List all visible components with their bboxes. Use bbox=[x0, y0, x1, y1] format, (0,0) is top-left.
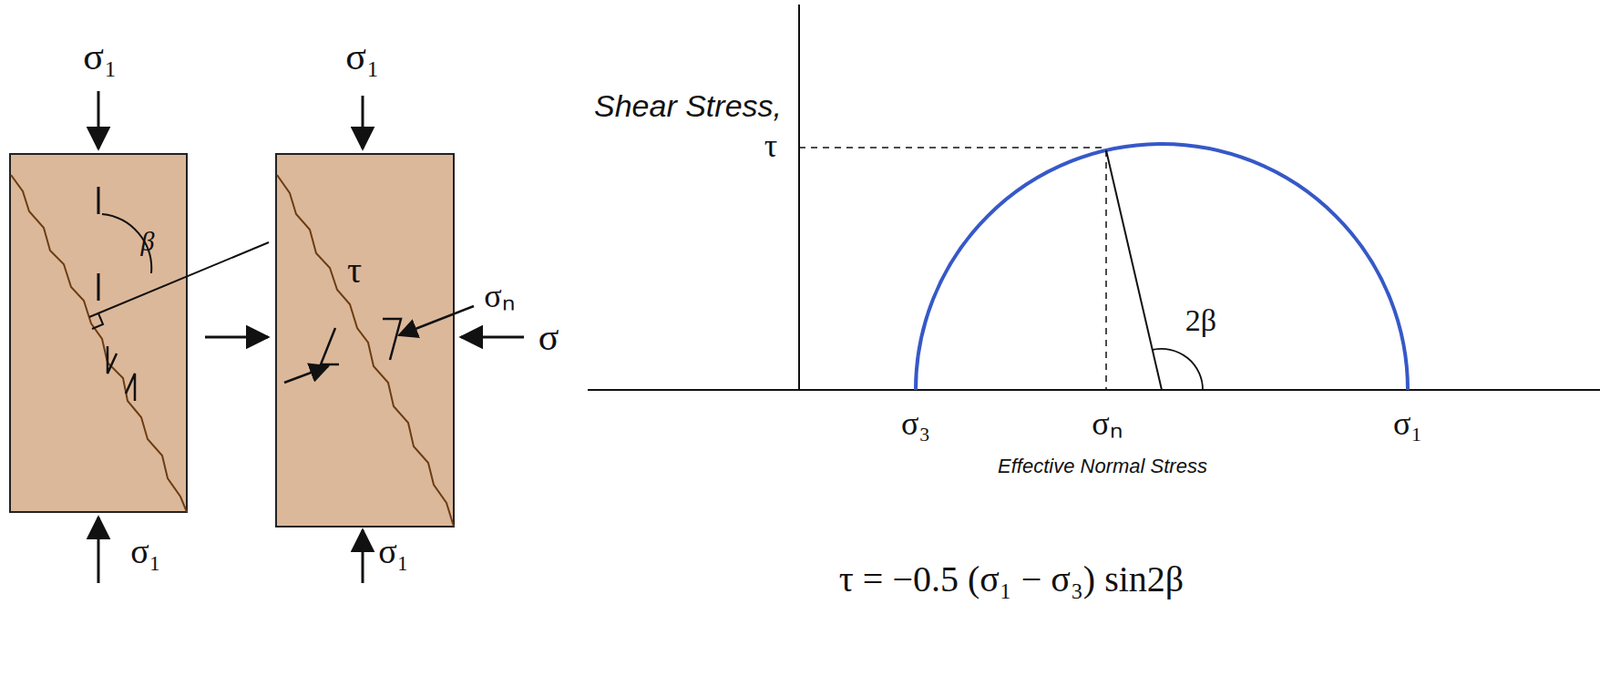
axis-title: Effective Normal Stress bbox=[997, 456, 1208, 477]
axis-value: τ bbox=[764, 129, 778, 163]
stress-label: σ₁ bbox=[82, 37, 117, 76]
load-arrow bbox=[97, 517, 101, 584]
angle-symbol: β bbox=[141, 227, 155, 256]
rock-specimen: β bbox=[9, 153, 188, 513]
radius-line bbox=[1106, 150, 1162, 390]
mohr-circle bbox=[915, 143, 1408, 390]
dashed-guide bbox=[799, 146, 1107, 149]
axis bbox=[798, 4, 800, 390]
axis-title: Shear Stress, bbox=[594, 90, 782, 122]
load-arrow bbox=[361, 95, 365, 149]
axis-value: σ₃ bbox=[901, 407, 931, 441]
dashed-guide bbox=[1105, 150, 1108, 390]
stress-label: σ₁ bbox=[378, 533, 410, 569]
stress-label: σ₁ bbox=[345, 37, 380, 76]
shear-symbol: τ bbox=[347, 252, 362, 289]
load-arrow bbox=[461, 336, 524, 339]
rock-specimen: τ bbox=[275, 153, 455, 528]
load-arrow bbox=[361, 530, 365, 584]
load-arrow bbox=[205, 336, 268, 339]
axis-value: σ₁ bbox=[1393, 407, 1423, 441]
axis bbox=[587, 389, 1600, 391]
stress-label: σ bbox=[538, 317, 560, 357]
angle-arc bbox=[1152, 348, 1203, 390]
load-arrow bbox=[97, 91, 101, 149]
axis-value: σₙ bbox=[1091, 407, 1122, 441]
stress-label: σ₁ bbox=[130, 533, 162, 569]
angle-label: 2β bbox=[1185, 305, 1217, 337]
equation: τ = −0.5 (σ₁ − σ₃) sin2β bbox=[839, 561, 1184, 598]
stress-label: σₙ bbox=[483, 279, 514, 313]
